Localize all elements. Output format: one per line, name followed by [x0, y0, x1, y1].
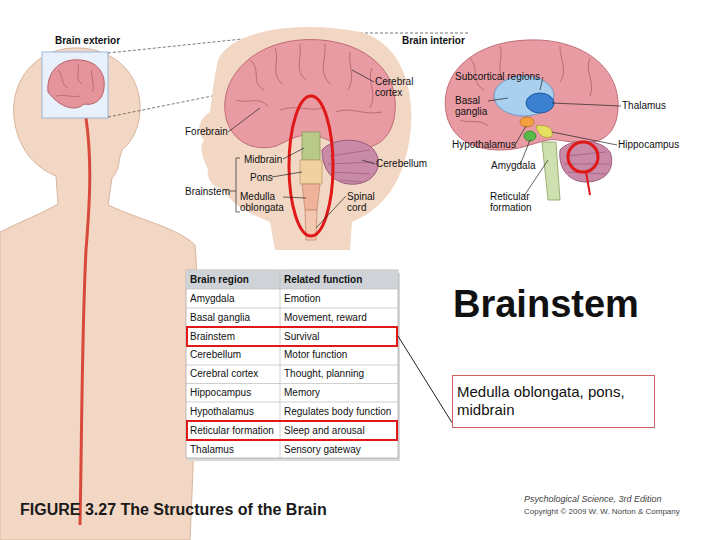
thalamus: [526, 93, 554, 113]
table-cell: Survival: [284, 328, 320, 345]
table-cell: Reticular formation: [190, 422, 274, 439]
part-label: Brain exterior: [55, 35, 155, 46]
part-label: Thalamus: [622, 100, 682, 111]
leader-connector: [398, 336, 452, 423]
part-label: Brainstem: [185, 186, 237, 197]
part-label: Medulla oblongata: [240, 191, 290, 213]
amygdala: [524, 131, 536, 141]
highlighted-table-row: Brainstem Survival: [186, 326, 398, 347]
cerebrum-interior: [445, 40, 618, 150]
part-label: Midbrain: [244, 154, 294, 165]
cerebral-folds: [236, 44, 382, 113]
red-highlight-circle: [568, 142, 598, 172]
table-cell: Related function: [284, 274, 396, 285]
cerebellum-folds: [328, 150, 374, 182]
brain-inset-frame: [42, 52, 108, 118]
small-brain: [48, 60, 104, 108]
part-label: Forebrain: [185, 126, 245, 137]
table-cell: Motor function: [284, 349, 396, 360]
part-label: Amygdala: [491, 160, 551, 171]
callout-heading: Brainstem: [453, 282, 639, 326]
basal-ganglia: [494, 76, 554, 116]
table-header: [186, 270, 398, 289]
table-cell: Cerebral cortex: [190, 368, 278, 379]
red-highlight-ellipse: [289, 96, 333, 236]
medulla: [302, 184, 320, 210]
part-label: Subcortical regions: [455, 71, 565, 82]
table-cell: Hippocampus: [190, 387, 278, 398]
table-cell: Thought, planning: [284, 368, 396, 379]
table-grid: [186, 270, 398, 458]
table-cell: Brainstem: [190, 328, 235, 345]
table-cell: Emotion: [284, 293, 396, 304]
spinal-cord: [80, 118, 90, 525]
table-cell: Basal ganglia: [190, 312, 278, 323]
brain-interior-view: [445, 40, 618, 200]
part-label: Cerebral cortex: [375, 76, 425, 98]
table-cell: Sensory gateway: [284, 444, 396, 455]
reticular-brainstem: [542, 142, 560, 200]
table-cell: Cerebellum: [190, 349, 278, 360]
table-cell: Hypothalamus: [190, 406, 278, 417]
copyright-note: Psychological Science, 3rd Edition: [524, 494, 714, 504]
part-label: Cerebellum: [376, 158, 436, 169]
leader-lines: [228, 70, 621, 228]
part-label: Hippocampus: [618, 139, 688, 150]
table-body: [186, 270, 398, 458]
table-cell: Memory: [284, 387, 396, 398]
body-silhouette: [0, 48, 197, 540]
red-pointer-line: [586, 172, 590, 195]
callout-box: BrainstemMedulla oblongata, pons, midbra…: [452, 375, 655, 428]
highlighted-table-row: Reticular formation Sleep and arousal: [186, 420, 398, 441]
table-cell: Sleep and arousal: [284, 422, 365, 439]
midbrain: [302, 132, 320, 160]
head-silhouette: [199, 27, 411, 250]
table-cell: Amygdala: [190, 293, 278, 304]
part-label: Hypothalamus: [452, 139, 522, 150]
human-body: [0, 48, 197, 540]
pons: [300, 160, 322, 184]
part-label: Pons: [250, 172, 280, 183]
small-brain-folds: [56, 64, 93, 97]
figure-caption: FIGURE 3.27 The Structures of the Brain: [20, 501, 440, 519]
part-label: Spinal cord: [347, 191, 387, 213]
table-cell: Brain region: [190, 274, 278, 285]
part-label: Basal ganglia: [455, 95, 493, 117]
hippocampus: [536, 125, 552, 137]
part-label: Reticular formation: [490, 191, 550, 213]
part-label: Brain interior: [402, 35, 502, 46]
table-cell: Thalamus: [190, 444, 278, 455]
copyright-note: Copyright © 2009 W. W. Norton & Company: [524, 507, 714, 516]
table-cell: Movement, reward: [284, 312, 396, 323]
hypothalamus: [520, 117, 534, 127]
table-cell: Regulates body function: [284, 406, 396, 417]
callout-body: Medulla oblongata, pons, midbrain: [453, 376, 654, 426]
function-table: [186, 270, 400, 461]
brain-exterior-view: [199, 27, 411, 250]
